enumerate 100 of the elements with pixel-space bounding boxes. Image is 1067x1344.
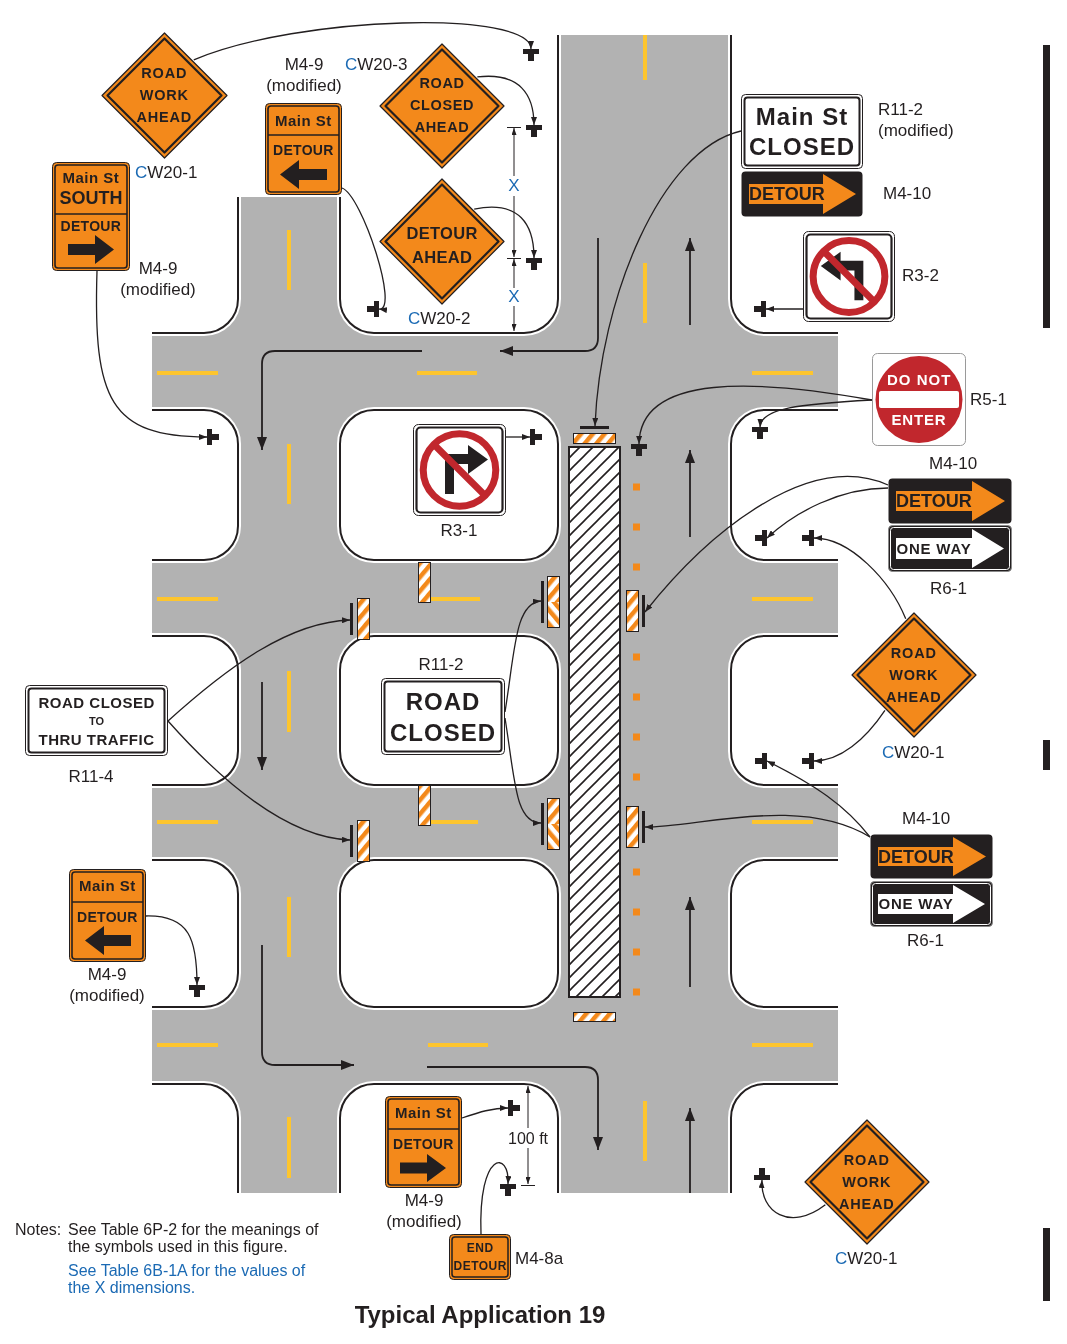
sign-code: M4-10 [883,183,932,204]
sign-code: M4-9 (modified) [386,1190,462,1232]
sign-code: R3-1 [440,520,478,541]
leader-line [167,617,351,722]
one-way-sign [888,525,1012,572]
leader-line [167,720,351,843]
sign-text: ROAD WORK AHEAD [136,64,193,127]
sign-post-icon [367,301,379,317]
sign-code: R6-1 [907,930,944,951]
leader-line [480,1162,511,1235]
leader-line [341,187,388,310]
sign-text: ROAD CLOSED AHEAD [410,73,474,137]
sign-text: Main St [275,112,332,130]
sign-post-icon [189,985,205,997]
sign-text: DETOUR [878,845,954,868]
detour-arrow-sign [741,171,863,217]
leader-line [505,434,531,440]
sign-post-icon [755,530,767,546]
sign-code: M4-9 (modified) [120,258,196,300]
no-left-turn-sign-icon [803,231,895,322]
no-right-turn-sign-icon [413,424,506,516]
leader-line [504,599,542,713]
sign-text: ROAD CLOSED [390,686,496,748]
dimension-label: X [508,287,520,307]
sign-post-icon [526,258,542,270]
leader-line [765,306,804,312]
sign-post-icon [508,1100,520,1116]
leader-line [813,709,886,764]
leader-line [504,717,542,825]
regulatory-sign [25,685,168,756]
barricade-icon [541,798,560,850]
sign-text: ONE WAY [896,539,972,558]
sign-post-icon [523,49,539,61]
sign-post-icon [754,1168,770,1180]
sign-text: ENTER [891,411,947,429]
sign-code: M4-10 [929,453,978,474]
guide-sign [385,1096,462,1188]
sign-code: M4-9 (modified) [69,964,145,1006]
figure-title: Typical Application 19 [354,1301,606,1329]
barricade-icon [626,806,645,848]
leader-line [473,206,537,259]
sign-code: M4-10 [902,808,951,829]
guide-sign [449,1234,511,1280]
sign-text: Main St CLOSED [748,102,856,162]
sign-post-icon [207,429,219,445]
leader-line [193,22,532,61]
sign-post-icon [802,753,814,769]
sign-text: THRU TRAFFIC [38,731,155,749]
sign-text: DO NOT [887,371,952,389]
sign-code: R5-1 [970,389,1007,410]
leader-line [637,385,873,445]
sign-post-icon [500,1184,516,1196]
guide-sign [69,869,146,962]
sign-text: ROAD WORK AHEAD [839,1150,895,1214]
sign-text: ROAD WORK AHEAD [886,644,942,707]
sign-post-icon [802,530,814,546]
sign-code: R6-1 [930,578,967,599]
barricade-icon [350,598,370,640]
sign-code: M4-8a [515,1248,564,1269]
sign-code: CW20-1 [135,162,198,183]
sign-post-icon [530,429,542,445]
leader-line [644,475,889,613]
regulatory-sign [381,678,505,755]
leader-line [644,814,871,838]
leader-line [766,760,871,838]
sign-text: DETOUR AHEAD [406,223,478,268]
sign-text: DETOUR [273,141,334,159]
sign-text: Main St [62,168,120,187]
warning-sign [851,612,977,738]
sign-text: ROAD CLOSED [38,693,155,712]
leader-line [592,130,742,427]
sign-code: M4-9 (modified) [266,54,342,96]
leader-line [476,75,537,126]
note-text: See Table 6P-2 for the meanings of the symbols used in this figure. [68,1221,320,1255]
sign-text: END DETOUR [453,1240,507,1275]
sign-text: DETOUR [77,908,138,926]
dimension-label: X [508,176,520,196]
sign-text: DETOUR [896,490,972,512]
sign-text: Main St [395,1104,452,1122]
sign-text: DETOUR [60,217,122,235]
leader-line [759,1179,826,1219]
sign-text: DETOUR [393,1135,454,1153]
leader-line [461,1105,509,1119]
detour-arrow-sign [888,478,1012,524]
sign-post-icon [752,427,768,439]
sign-code: R11-2 [418,654,464,675]
leader-line [758,399,873,428]
detour-arrow-sign [870,834,993,879]
dimension-label: 100 ft [508,1128,548,1148]
warning-sign [804,1119,930,1245]
sign-code: R11-4 [68,766,114,787]
do-not-enter-sign [872,353,966,446]
sign-post-icon [526,125,542,137]
guide-sign [52,162,130,271]
sign-text: SOUTH [59,187,123,209]
leader-line [145,915,200,986]
guide-sign [265,103,342,195]
one-way-sign [870,881,993,927]
barricade-icon [541,576,560,628]
barricade-icon [626,590,645,632]
